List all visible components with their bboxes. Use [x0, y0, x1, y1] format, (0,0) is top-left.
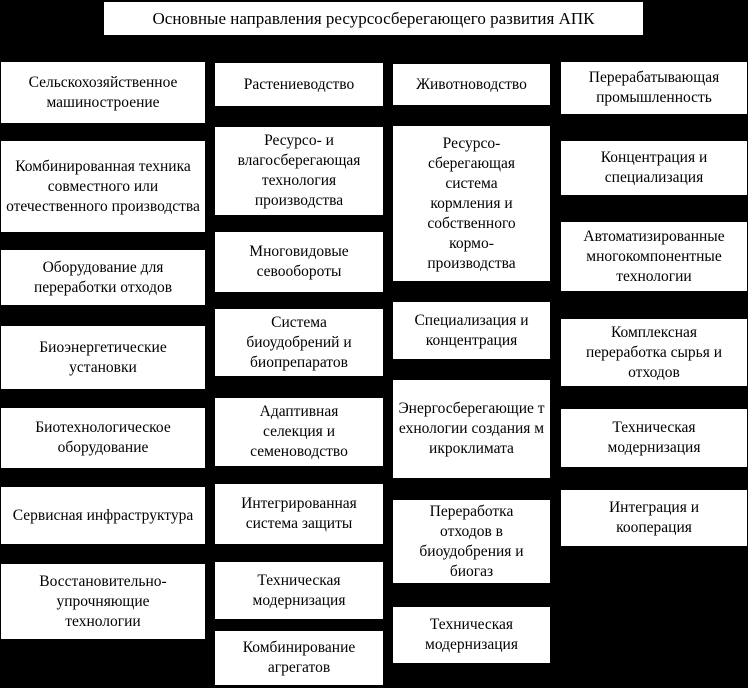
- livestock-item: Ресурсо-сберегающая система кормления и …: [393, 126, 550, 281]
- processing-item: Комплексная переработка сырья и отходов: [561, 319, 747, 386]
- item-label: Техническая модернизация: [425, 616, 518, 653]
- item-label: Восстановительно-упрочняющие технологии: [39, 572, 167, 630]
- column-header-label: Сельскохозяйственное машиностроение: [28, 73, 178, 111]
- livestock-item: Техническая модернизация: [393, 607, 550, 663]
- crop-item: Многовидовые севообороты: [215, 232, 383, 292]
- item-label: Специализация и концентрация: [414, 311, 529, 349]
- item-label: Интегрированная система защиты: [241, 495, 357, 532]
- machinery-item: Биотехнологическое оборудование: [1, 408, 205, 468]
- crop-item: Интегрированная система защиты: [215, 484, 383, 544]
- column-header-label: Животноводство: [416, 75, 527, 93]
- machinery-item: Оборудование для переработки отходов: [1, 250, 205, 305]
- processing-item: Автоматизированные многокомпонентные тех…: [561, 222, 747, 291]
- column-header-label: Растениеводство: [243, 75, 355, 93]
- item-label: Ресурсо-сберегающая система кормления и …: [427, 134, 516, 272]
- column-header-label: Перерабатывающая промышленность: [588, 69, 720, 106]
- item-label: Система биоудобрений и биопрепаратов: [246, 313, 352, 371]
- column-header-crop-production: Растениеводство: [215, 63, 383, 106]
- crop-item: Техническая модернизация: [215, 562, 383, 619]
- item-label: Техническая модернизация: [252, 571, 346, 609]
- column-header-machinery: Сельскохозяйственное машиностроение: [1, 62, 205, 123]
- machinery-item: Комбинированная техника совместного или …: [1, 141, 205, 232]
- item-label: Оборудование для переработки отходов: [33, 258, 173, 296]
- item-label: Биоэнергетические установки: [39, 338, 167, 376]
- item-label: Комплексная переработка сырья и отходов: [585, 323, 723, 381]
- item-label: Сервисная инфраструктура: [12, 506, 194, 524]
- item-label: Адаптивная селекция и семеноводство: [250, 403, 348, 460]
- diagram-title: Основные направления ресурсосберегающего…: [104, 2, 643, 35]
- processing-item: Концентрация и специализация: [561, 141, 747, 195]
- machinery-item: Сервисная инфраструктура: [1, 487, 205, 544]
- crop-item: Ресурсо- и влагосберегающая технология п…: [215, 127, 383, 215]
- processing-item: Техническая модернизация: [561, 409, 747, 467]
- column-header-livestock: Животноводство: [393, 64, 550, 105]
- item-label: Автоматизированные многокомпонентные тех…: [583, 227, 725, 285]
- item-label: Интеграция и кооперация: [608, 499, 700, 536]
- column-header-processing-industry: Перерабатывающая промышленность: [561, 62, 747, 114]
- machinery-item: Биоэнергетические установки: [1, 326, 205, 389]
- item-label: Концентрация и специализация: [600, 149, 708, 186]
- livestock-item: Энергосберегающие технологии создания ми…: [393, 380, 550, 478]
- item-label: Комбинирование агрегатов: [242, 639, 356, 676]
- item-label: Переработка отходов в биоудобрения и био…: [419, 502, 524, 580]
- item-label: Техническая модернизация: [607, 419, 701, 456]
- livestock-item: Переработка отходов в биоудобрения и био…: [393, 500, 550, 583]
- item-label: Энергосберегающие технологии создания ми…: [398, 400, 545, 457]
- diagram-title-text: Основные направления ресурсосберегающего…: [152, 8, 595, 28]
- crop-item: Система биоудобрений и биопрепаратов: [215, 309, 383, 376]
- crop-item: Адаптивная селекция и семеноводство: [215, 398, 383, 466]
- item-label: Ресурсо- и влагосберегающая технология п…: [237, 132, 361, 209]
- machinery-item: Восстановительно-упрочняющие технологии: [1, 564, 205, 639]
- processing-item: Интеграция и кооперация: [561, 490, 747, 546]
- crop-item: Комбинирование агрегатов: [215, 631, 383, 685]
- item-label: Комбинированная техника совместного или …: [6, 157, 200, 215]
- item-label: Биотехнологическое оборудование: [35, 419, 171, 456]
- item-label: Многовидовые севообороты: [249, 243, 349, 280]
- livestock-item: Специализация и концентрация: [393, 302, 550, 359]
